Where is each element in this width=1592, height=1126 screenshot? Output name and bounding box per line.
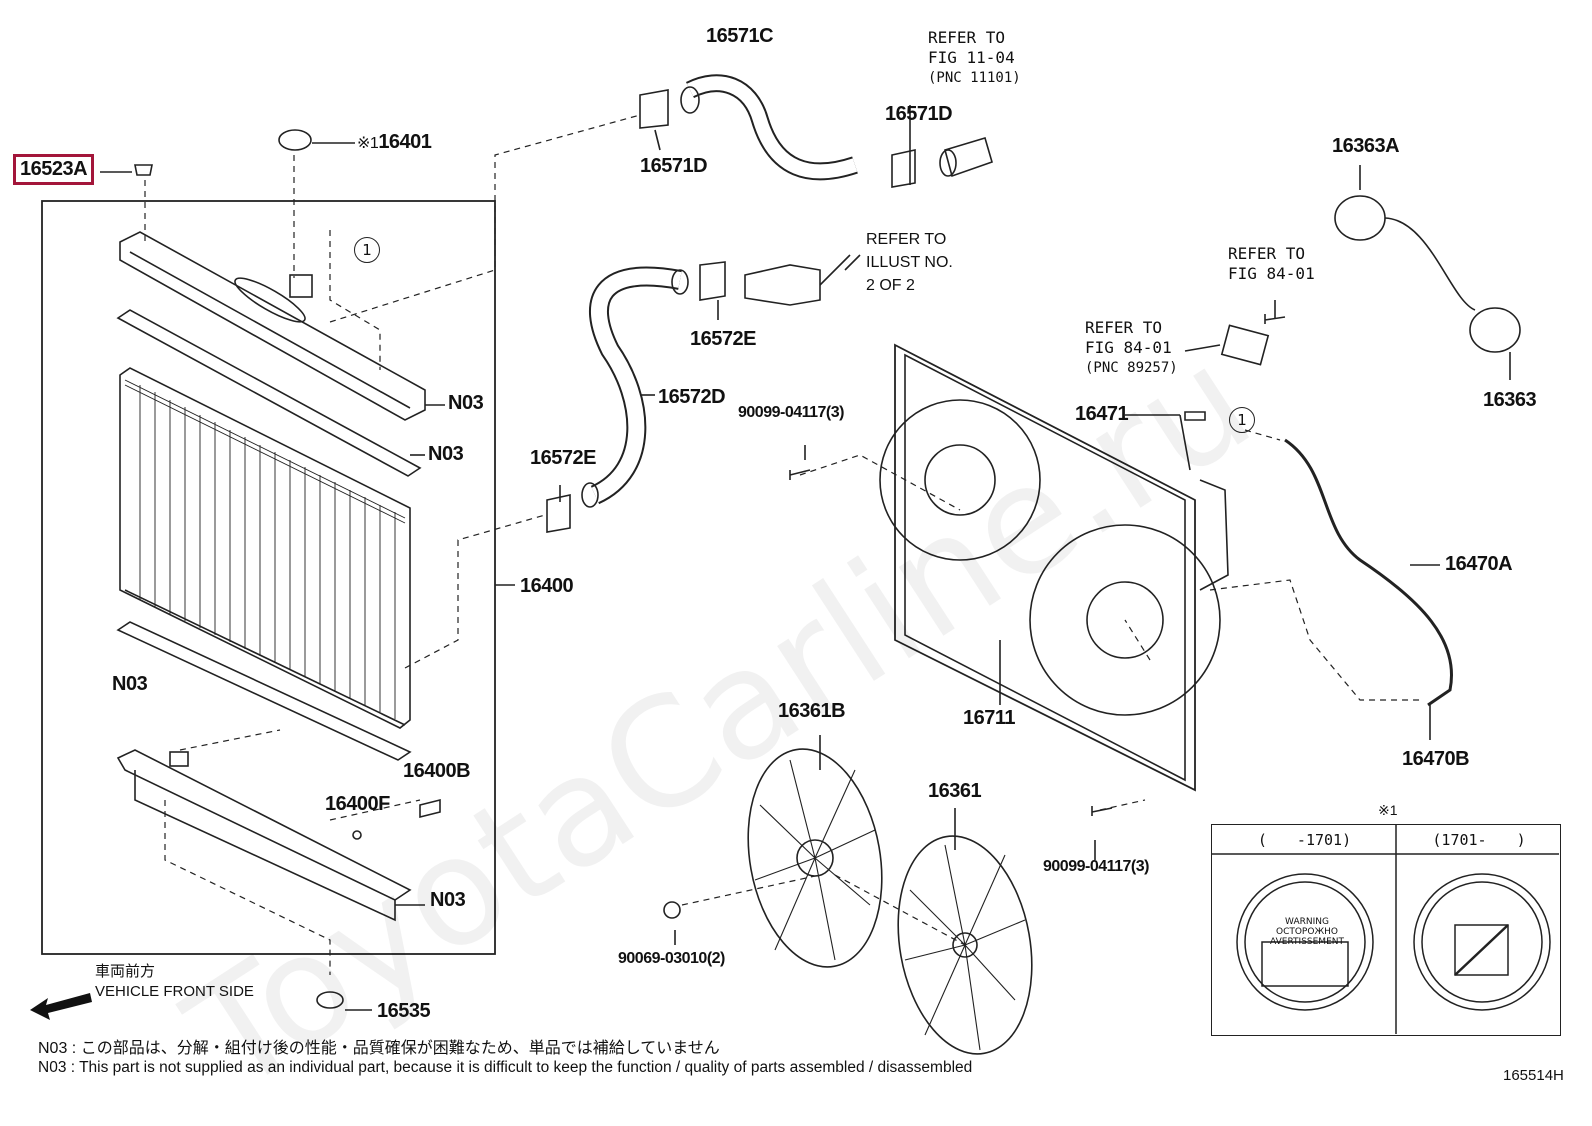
label-n03: N03 [428,443,464,465]
part-16572D[interactable]: 16572D [658,386,726,408]
warning-cap-text: WARNING OCTOPOЖНО AVERTISSEMENT [1270,917,1344,947]
vehicle-front-jp: 車両前方 [95,963,156,980]
part-90099-04117-top[interactable]: 90099-04117(3) [738,404,844,421]
part-16401[interactable]: 16401 [378,131,432,153]
part-16711[interactable]: 16711 [963,707,1016,729]
footnote-n03-en: N03 : This part is not supplied as an in… [38,1059,973,1076]
part-16470A[interactable]: 16470A [1445,553,1513,575]
table-mark: ※1 [1378,802,1398,818]
vehicle-front-en: VEHICLE FRONT SIDE [95,983,254,1000]
label-n03: N03 [430,889,466,911]
part-16523A[interactable]: 16523A [20,158,88,180]
part-90069-03010[interactable]: 90069-03010(2) [618,950,725,967]
part-16571D-2[interactable]: 16571D [885,103,953,125]
exploded-parts-diagram [30,74,1559,1055]
part-16572E-2[interactable]: 16572E [530,447,596,469]
highlighted-part-box[interactable]: 16523A [13,154,95,185]
reference-circle-1: 1 [354,237,380,263]
part-90099-04117-bottom[interactable]: 90099-04117(3) [1043,858,1149,875]
ref-fig-84-01-pnc[interactable]: REFER TO FIG 84-01 (PNC 89257) [1085,318,1178,376]
figure-id: 165514H [1503,1067,1564,1084]
cap-variant-table: ( -1701) (1701- ) WARNING OCTOPOЖНО AVER… [1211,824,1561,1036]
part-16363A[interactable]: 16363A [1332,135,1400,157]
ref-fig-11-04[interactable]: REFER TO FIG 11-04 (PNC 11101) [928,28,1021,86]
part-16401-mark: ※116401 [357,131,432,153]
ref-fig-84-01[interactable]: REFER TO FIG 84-01 [1228,244,1315,283]
label-n03: N03 [448,392,484,414]
variant-col-from-1701: (1701- ) [1432,831,1526,849]
reference-circle-1: 1 [1229,407,1255,433]
part-16535[interactable]: 16535 [377,1000,431,1022]
ref-illust-2-of-2[interactable]: REFER TO ILLUST NO. 2 OF 2 [866,231,953,294]
part-16470B[interactable]: 16470B [1402,748,1470,770]
part-16400F[interactable]: 16400F [325,793,390,815]
variant-col-before-1701: ( -1701) [1257,831,1352,849]
part-16471[interactable]: 16471 [1075,403,1129,425]
part-16361B[interactable]: 16361B [778,700,846,722]
part-16400[interactable]: 16400 [520,575,574,597]
footnote-n03-jp: N03 : この部品は、分解・組付け後の性能・品質確保が困難なため、単品では補給… [38,1040,720,1057]
label-n03: N03 [112,673,148,695]
part-16361[interactable]: 16361 [928,780,982,802]
part-16400B[interactable]: 16400B [403,760,471,782]
part-16571C[interactable]: 16571C [706,25,774,47]
part-16572E[interactable]: 16572E [690,328,756,350]
part-16571D[interactable]: 16571D [640,155,708,177]
part-16363[interactable]: 16363 [1483,389,1537,411]
